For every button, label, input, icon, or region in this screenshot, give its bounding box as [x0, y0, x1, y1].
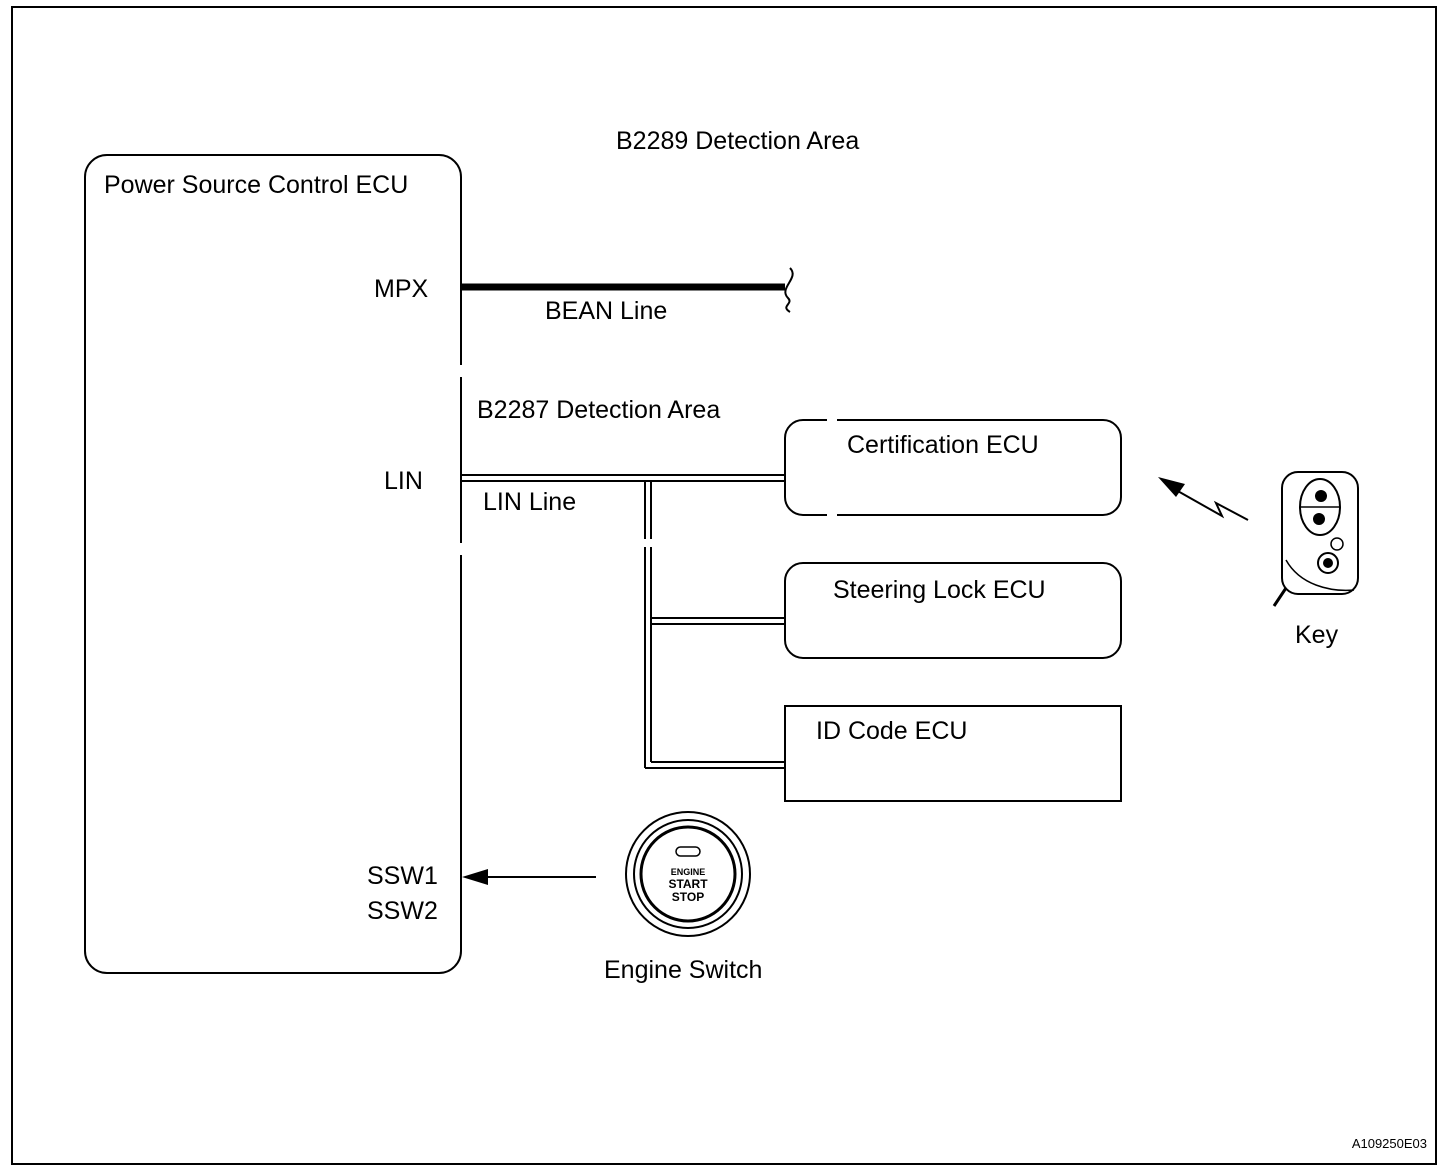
id-code-ecu-box	[784, 705, 1122, 802]
ecu-edge-gap-upper	[455, 365, 467, 377]
key-fob-icon	[1272, 471, 1359, 607]
certification-ecu-gap-bottom	[827, 510, 837, 520]
engine-switch-signal-arrow	[462, 869, 596, 885]
engine-switch-text-engine: ENGINE	[671, 867, 706, 877]
lin-trunk-gap	[640, 539, 656, 547]
pin-lin: LIN	[384, 467, 423, 495]
engine-switch-text-start: START	[668, 877, 708, 891]
power-source-control-ecu-box	[84, 154, 462, 974]
bean-line-label: BEAN Line	[545, 297, 667, 325]
engine-switch-label: Engine Switch	[604, 956, 762, 984]
steering-lock-ecu-label: Steering Lock ECU	[833, 576, 1046, 604]
pin-ssw1: SSW1	[367, 862, 438, 890]
b2287-detection-area-label: B2287 Detection Area	[477, 396, 720, 424]
pin-ssw2: SSW2	[367, 897, 438, 925]
lin-line-wires	[461, 474, 785, 769]
ecu-edge-gap-lower	[455, 543, 467, 555]
engine-switch-text-stop: STOP	[672, 890, 704, 904]
wireless-signal-arrow	[1158, 477, 1249, 521]
figure-border	[11, 6, 1437, 1165]
engine-switch-icon: ENGINE START STOP	[625, 811, 751, 937]
power-source-control-ecu-title: Power Source Control ECU	[104, 171, 408, 199]
lin-line-label: LIN Line	[483, 488, 576, 516]
b2289-detection-area-label: B2289 Detection Area	[616, 127, 859, 155]
bean-line-break-mark	[784, 267, 794, 313]
certification-ecu-label: Certification ECU	[847, 431, 1039, 459]
id-code-ecu-label: ID Code ECU	[816, 717, 967, 745]
steering-lock-ecu-box	[784, 562, 1122, 659]
pin-mpx: MPX	[374, 275, 429, 303]
figure-code: A109250E03	[1352, 1136, 1427, 1151]
certification-ecu-box	[784, 419, 1122, 516]
key-label: Key	[1295, 621, 1339, 649]
certification-ecu-gap-top	[827, 415, 837, 425]
